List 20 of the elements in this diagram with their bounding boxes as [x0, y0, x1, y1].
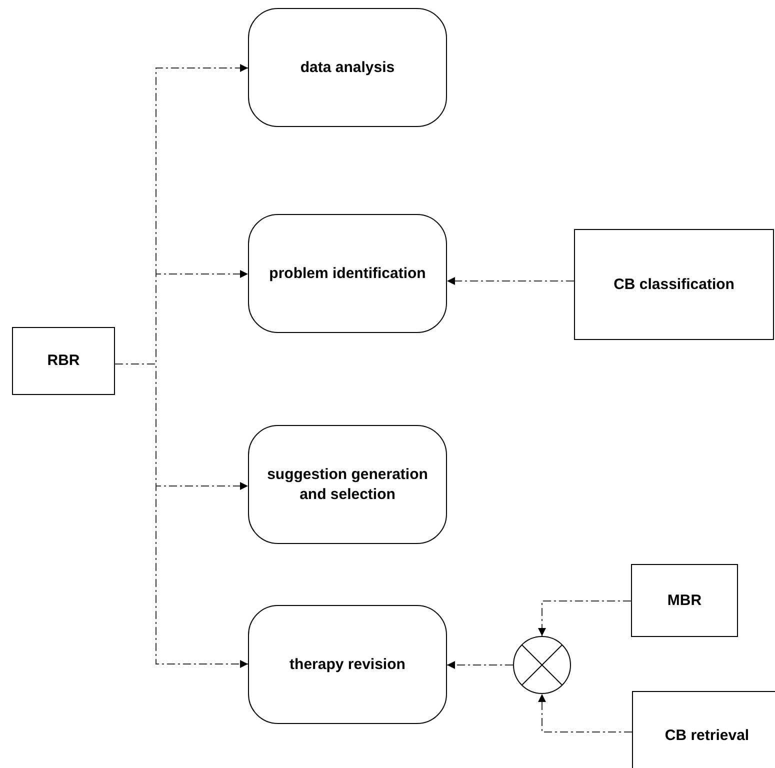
box-label: therapy revision [288, 654, 406, 674]
rounded-process-box [248, 605, 447, 724]
process-box [631, 564, 738, 637]
box-label: suggestion generation and selection [266, 465, 429, 504]
connector-arrow [538, 694, 632, 732]
process-box [574, 229, 774, 340]
process-box [12, 327, 115, 395]
rounded-process-box [248, 8, 447, 127]
rounded-process-box [248, 425, 447, 544]
box-label: RBR [46, 351, 81, 371]
box-label: data analysis [299, 58, 396, 78]
rounded-process-box [248, 214, 447, 333]
connector-arrow [538, 600, 632, 636]
process-box [632, 691, 775, 768]
box-label: MBR [666, 590, 703, 610]
box-label: CB retrieval [664, 726, 750, 746]
connector-arrow [446, 277, 574, 285]
box-label: CB classification [612, 274, 736, 294]
connector-arrow [446, 661, 514, 669]
box-label: problem identification [268, 264, 427, 284]
